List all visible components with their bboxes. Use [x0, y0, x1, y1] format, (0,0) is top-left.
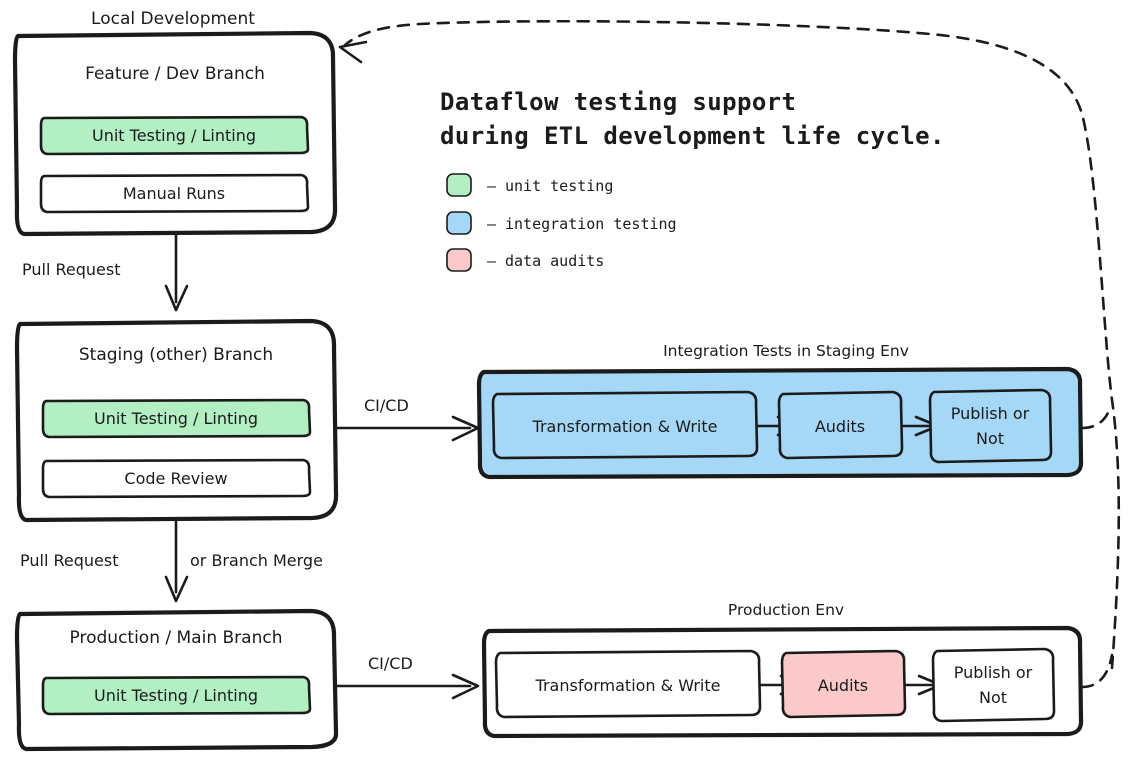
stage-title-staging-branch: Staging (other) Branch: [79, 345, 273, 365]
arrowhead-feedback-to-dev: [338, 40, 368, 64]
env-step-label-line2: Not: [976, 429, 1004, 448]
edge-label-cicd-staging: CI/CD: [364, 396, 409, 415]
legend-dash-2: –: [487, 252, 497, 270]
stage-item-label: Unit Testing / Linting: [94, 686, 258, 705]
stage-item-label: Manual Runs: [123, 184, 225, 203]
legend-dash-0: –: [487, 177, 497, 195]
env-step-label-line1: Publish or: [951, 404, 1030, 423]
stage-title-production-main-branch: Production / Main Branch: [70, 628, 283, 648]
legend-swatch-green: [446, 173, 472, 197]
legend-dash-1: –: [487, 215, 497, 233]
stage-item-code-review[interactable]: [41, 458, 312, 499]
env-step-label: Transformation & Write: [532, 417, 718, 436]
legend-swatch-pink: [446, 248, 472, 272]
edge-feedback-prod-join: [1080, 653, 1114, 689]
page-title-line1: Dataflow testing support: [440, 88, 796, 116]
stage-title-feature-dev-branch: Feature / Dev Branch: [85, 64, 265, 84]
legend-swatch-blue: [446, 211, 472, 235]
env-step-audits-staging[interactable]: [777, 390, 904, 460]
page-title-line2: during ETL development life cycle.: [440, 122, 945, 150]
edge-label-branch-merge: or Branch Merge: [190, 551, 323, 570]
env-step-label: Audits: [815, 417, 865, 436]
env-step-transformation-write-prod[interactable]: [494, 649, 762, 719]
legend-label-unit-testing: unit testing: [505, 177, 613, 195]
stage-item-unit-testing-linting-dev[interactable]: [39, 115, 310, 156]
arrowhead-staging-to-prod: [164, 575, 189, 603]
env-step-publish-or-not-prod[interactable]: [931, 647, 1056, 723]
stage-item-unit-testing-linting-staging[interactable]: [41, 398, 312, 439]
stage-label-local-development: Local Development: [91, 9, 255, 29]
env-label-staging: Integration Tests in Staging Env: [663, 342, 909, 360]
stage-item-label: Unit Testing / Linting: [94, 409, 258, 428]
env-label-production: Production Env: [728, 601, 844, 619]
edge-label-cicd-prod: CI/CD: [368, 654, 413, 673]
env-step-audits-prod[interactable]: [780, 649, 907, 719]
legend-label-data-audits: data audits: [505, 252, 604, 270]
edge-feedback-to-dev: [343, 19, 1121, 670]
stage-item-manual-runs[interactable]: [39, 173, 310, 214]
env-step-label-line1: Publish or: [954, 663, 1033, 682]
env-step-label: Audits: [818, 676, 868, 695]
env-step-label: Transformation & Write: [535, 676, 721, 695]
env-step-transformation-write-staging[interactable]: [491, 390, 759, 460]
stage-item-label: Code Review: [124, 469, 227, 488]
edge-feedback-staging-join: [1080, 406, 1112, 430]
stage-item-label: Unit Testing / Linting: [92, 126, 256, 145]
legend: – unit testing – integration testing – d…: [446, 173, 677, 272]
env-step-label-line2: Not: [979, 688, 1007, 707]
edge-label-pull-request: Pull Request: [22, 260, 120, 279]
arrowhead-cicd-prod: [451, 673, 480, 700]
arrowhead-dev-to-staging: [164, 284, 189, 312]
env-step-publish-or-not-staging[interactable]: [928, 388, 1053, 464]
edge-label-pull-request-2: Pull Request: [20, 551, 118, 570]
stage-item-unit-testing-linting-prod[interactable]: [41, 675, 312, 716]
legend-label-integration-testing: integration testing: [505, 215, 677, 233]
